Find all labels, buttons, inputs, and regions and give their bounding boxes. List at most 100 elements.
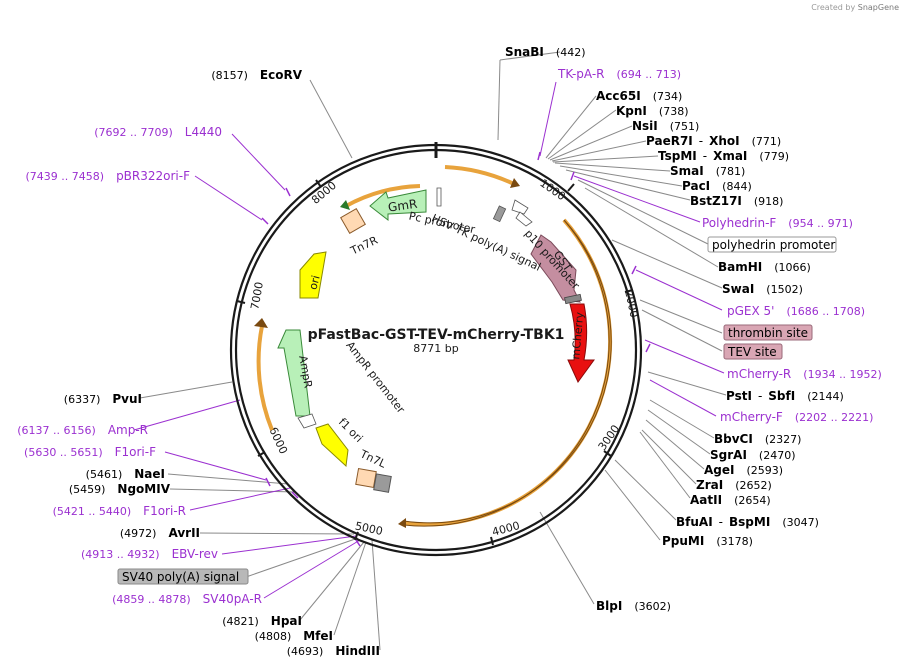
site-bamhi-pos: (1066) <box>774 261 811 274</box>
svg-text:(5421 .. 5440)F1ori-R: (5421 .. 5440)F1ori-R <box>53 504 186 518</box>
site-snabi-name: SnaBI <box>505 45 544 59</box>
site-tev-name: TEV site <box>727 345 777 359</box>
tev-site-box <box>723 343 783 360</box>
site-tkpar-pos: (694 .. 713) <box>617 68 682 81</box>
tick-marks <box>236 179 634 546</box>
site-l4440-name: L4440 <box>185 125 222 139</box>
svg-text:(6137 .. 6156)Amp-R: (6137 .. 6156) Amp-R <box>17 423 148 437</box>
site-psti-sep: - <box>758 389 762 403</box>
hsv-tk-polya-feature[interactable] <box>492 205 507 223</box>
site-mfei-name: MfeI <box>303 629 333 643</box>
svg-text:PpuMI(3178): PpuMI(3178) <box>662 534 753 548</box>
site-polhprom-name: polyhedrin promoter <box>712 238 835 252</box>
site-pvui-name: PvuI <box>112 392 142 406</box>
site-tspmi-name2: XmaI <box>713 149 747 163</box>
site-naei-name: NaeI <box>134 467 165 481</box>
site-kpni-name: KpnI <box>616 104 647 118</box>
site-bfuai-name2: BspMI <box>729 515 770 529</box>
svg-text:mCherry-F(2202 .. 2221): mCherry-F(2202 .. 2221) <box>720 410 873 424</box>
gst-feature[interactable] <box>530 234 581 303</box>
site-labels-left: (8157)EcoRV (7692 .. 7709) L4440 (7439 ..… <box>17 68 380 658</box>
svg-text:AgeI(2593): AgeI(2593) <box>704 463 783 477</box>
site-blpi-name: BlpI <box>596 599 622 613</box>
p10-promoter-feature[interactable] <box>511 199 529 215</box>
ampr-promoter-feature[interactable] <box>297 413 317 429</box>
site-mcherryr-name: mCherry-R <box>727 367 791 381</box>
svg-text:(8157)EcoRV: (8157)EcoRV <box>211 68 302 82</box>
thrombin-feature[interactable] <box>564 293 582 305</box>
plasmid-name: pFastBac-GST-TEV-mCherry-TBK1 <box>308 327 565 343</box>
pc-promoter-feature[interactable] <box>436 187 442 207</box>
site-ebvrev-name: EBV-rev <box>172 547 218 561</box>
svg-text:BfuAI-BspMI(3047): BfuAI-BspMI(3047) <box>676 515 819 529</box>
orf-arrow-4 <box>340 200 350 210</box>
site-pbr322-pos: (7439 .. 7458) <box>26 170 105 183</box>
svg-text:ZraI(2652): ZraI(2652) <box>696 478 772 492</box>
site-zrai-name: ZraI <box>696 478 723 492</box>
site-ppumi-pos: (3178) <box>716 535 753 548</box>
tn7r-feature[interactable] <box>340 208 366 234</box>
site-polhf-pos: (954 .. 971) <box>788 217 853 230</box>
mcherry-label: mCherry <box>569 311 586 360</box>
f1-ori-feature[interactable] <box>315 423 349 468</box>
gmr-label: GmR <box>387 197 418 215</box>
site-acc65i-name: Acc65I <box>596 89 641 103</box>
svg-text:(4972)AvrII: (4972)AvrII <box>120 526 200 540</box>
site-avrii-pos: (4972) <box>120 527 157 540</box>
site-blpi-pos: (3602) <box>634 600 671 613</box>
site-ngomiv-pos: (5459) <box>69 483 106 496</box>
site-nsii-pos: (751) <box>670 120 700 133</box>
site-pvui-pos: (6337) <box>64 393 101 406</box>
site-bfuai-pos: (3047) <box>782 516 819 529</box>
polyhedrin-promoter-feature[interactable] <box>515 211 533 227</box>
site-pgex5-pos: (1686 .. 1708) <box>786 305 865 318</box>
sv40-polya-box <box>117 568 249 585</box>
site-swai-name: SwaI <box>722 282 754 296</box>
site-hindiii-name: HindIII <box>335 644 380 658</box>
orf-arrow-2 <box>398 518 406 528</box>
site-paer7i-name: PaeR7I <box>646 134 693 148</box>
site-bfuai-sep: - <box>719 515 723 529</box>
svg-text:NsiI(751): NsiI (751) <box>632 119 699 133</box>
site-smai-pos: (781) <box>716 165 746 178</box>
gmr-feature[interactable] <box>369 189 427 222</box>
site-tspmi-name: TspMI <box>658 149 697 163</box>
orf-track-edges <box>403 219 612 527</box>
site-paer7i-name2: XhoI <box>709 134 740 148</box>
site-labels-right: SnaBI(442) TK-pA-R(694 .. 713) Acc65I(73… <box>505 45 882 613</box>
mcherry-feature[interactable] <box>567 303 595 383</box>
site-bbvci-pos: (2327) <box>765 433 802 446</box>
site-nsii-name: NsiI <box>632 119 658 133</box>
site-aatii-name: AatII <box>690 493 722 507</box>
snapgene-logo: SnapGene <box>857 3 899 12</box>
site-sv40par-name: SV40pA-R <box>203 592 262 606</box>
site-f1orir-name: F1ori-R <box>143 504 186 518</box>
site-psti-pos: (2144) <box>807 390 844 403</box>
site-tspmi-pos: (779) <box>759 150 789 163</box>
svg-text:(4821)HpaI: (4821)HpaI <box>222 614 302 628</box>
site-agei-pos: (2593) <box>746 464 783 477</box>
svg-text:Acc65I(734): Acc65I(734) <box>596 89 682 103</box>
svg-text:KpnI(738): KpnI(738) <box>616 104 689 118</box>
site-polhf-name: Polyhedrin-F <box>702 216 776 230</box>
site-sgrai-name: SgrAI <box>710 448 747 462</box>
site-bstz17i-pos: (918) <box>754 195 784 208</box>
svg-text:BlpI(3602): BlpI (3602) <box>596 599 671 613</box>
sv40-polya-feature[interactable] <box>373 473 392 493</box>
ori-feature[interactable] <box>299 251 327 299</box>
svg-text:SnaBI(442): SnaBI(442) <box>505 45 586 59</box>
leader-lines <box>139 51 727 651</box>
site-ampr-primer-pos: (6137 .. 6156) <box>17 424 96 437</box>
tick-label-5000: 5000 <box>354 519 384 538</box>
site-paci-pos: (844) <box>722 180 752 193</box>
tn7l-feature[interactable] <box>355 467 377 489</box>
svg-text:(4693)HindIII: (4693)HindIII <box>287 644 380 658</box>
site-l4440-pos: (7692 .. 7709) <box>94 126 173 139</box>
primer-ticks <box>261 151 651 547</box>
site-smai-name: SmaI <box>670 164 704 178</box>
svg-text:Polyhedrin-F(954 .. 971): Polyhedrin-F (954 .. 971) <box>702 216 853 230</box>
tick-label-3000: 3000 <box>596 423 623 453</box>
svg-text:SwaI(1502): SwaI(1502) <box>722 282 803 296</box>
site-ampr-primer-name: Amp-R <box>108 423 148 437</box>
